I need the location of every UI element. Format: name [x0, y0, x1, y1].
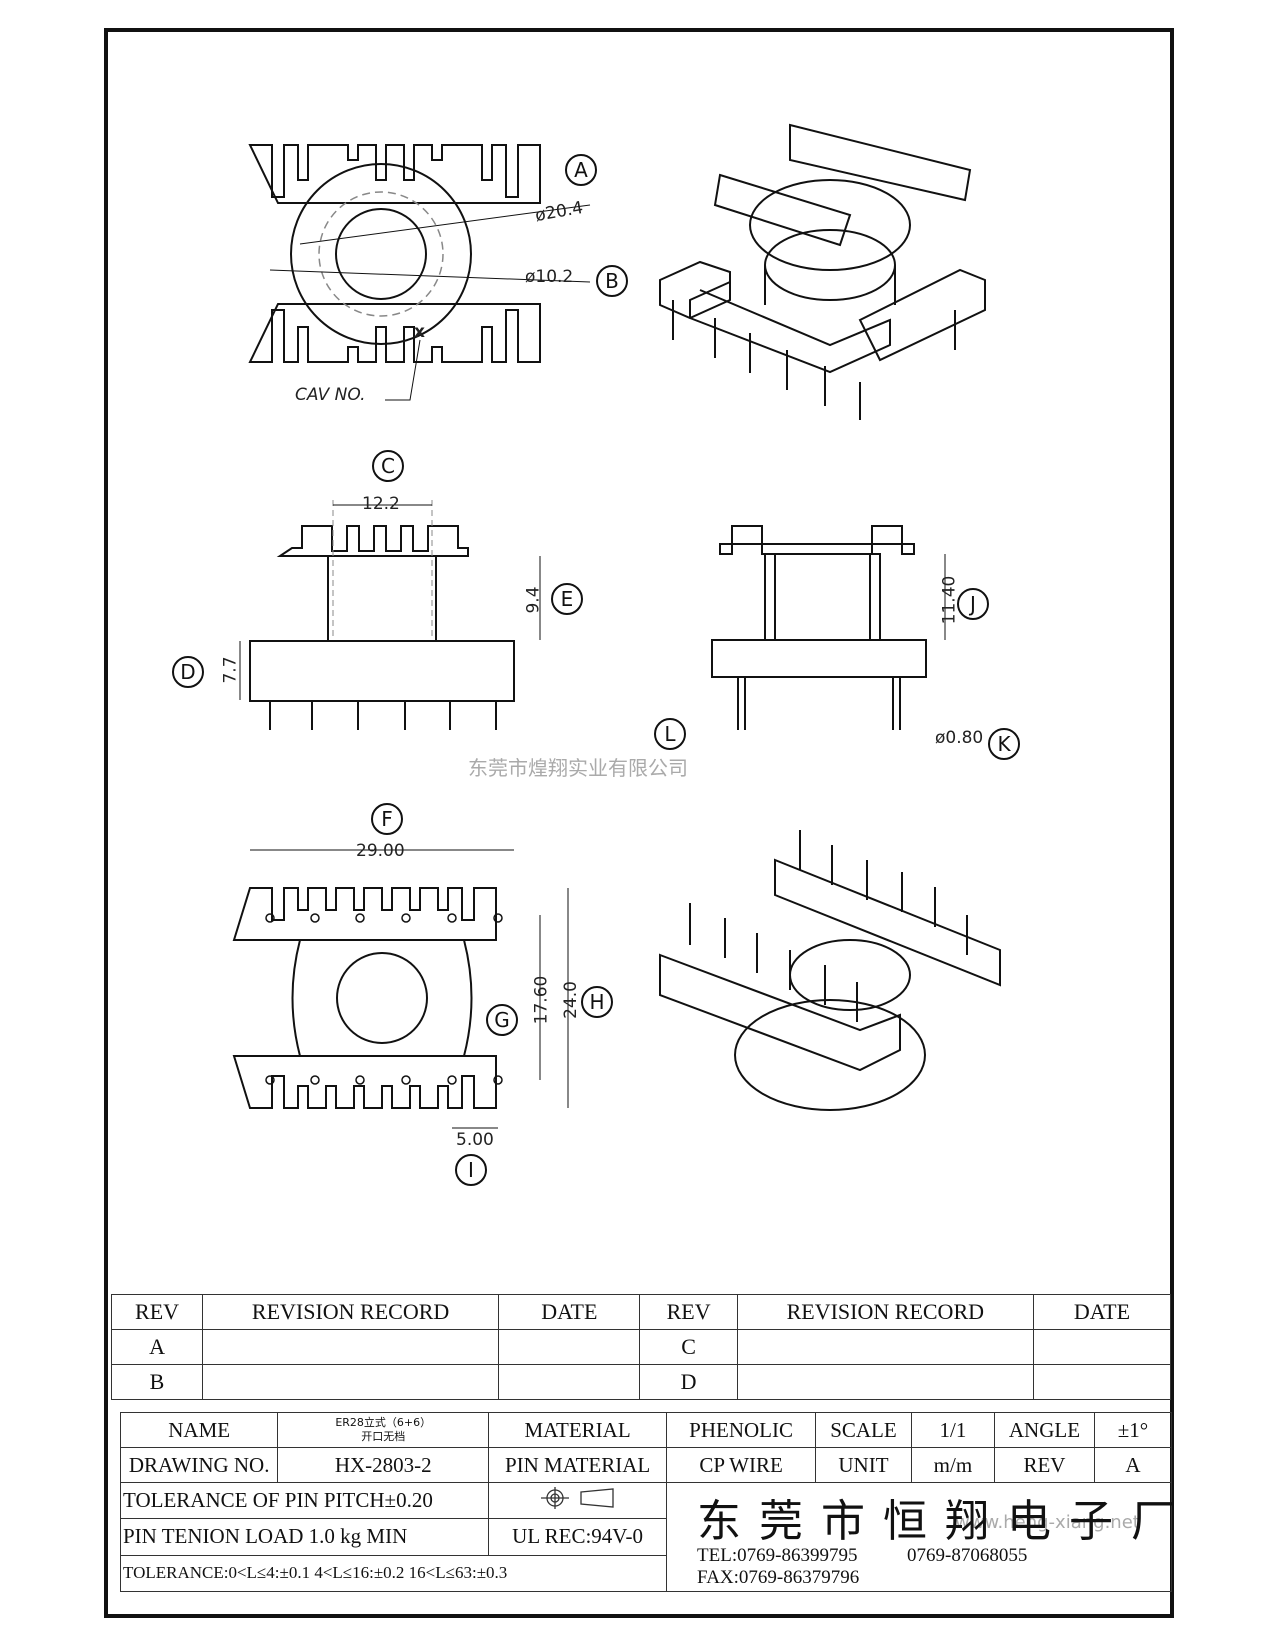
dim-core-width: 12.2	[362, 494, 400, 514]
header-revision-record: REVISION RECORD	[202, 1294, 500, 1330]
name-value-line1: ER28立式（6+6）	[335, 1416, 432, 1429]
dim-base-height: 7.7	[220, 656, 241, 684]
pin-material-label: PIN MATERIAL	[488, 1447, 668, 1483]
angle-value: ±1°	[1093, 1412, 1173, 1448]
date-cell	[498, 1364, 641, 1400]
title-block: NAME ER28立式（6+6） 开口无档 MATERIAL PHENOLIC …	[119, 1412, 1175, 1593]
cav-no-label: CAV NO.	[295, 385, 366, 405]
projection-symbol-icon	[540, 1486, 614, 1509]
rev-cell: D	[639, 1364, 738, 1400]
rev-cell: B	[110, 1364, 204, 1400]
projection-symbol	[488, 1481, 668, 1520]
name-value: ER28立式（6+6） 开口无档	[277, 1412, 490, 1448]
pin-tension-load: PIN TENION LOAD 1.0 kg MIN	[119, 1518, 490, 1556]
rev-label: REV	[994, 1447, 1095, 1483]
watermark-company: 东莞市煌翔实业有限公司	[468, 756, 688, 780]
dim-inner-dia: ø10.2	[525, 267, 574, 287]
date-cell	[498, 1329, 641, 1365]
callout-k: K	[988, 728, 1020, 760]
isometric-top	[659, 123, 986, 420]
dim-pin-dia: ø0.80	[935, 728, 984, 748]
front-view	[239, 500, 541, 730]
name-value-line2: 开口无档	[361, 1430, 406, 1443]
drawing-no-label: DRAWING NO.	[119, 1447, 279, 1483]
callout-f: F	[371, 803, 403, 835]
callout-e: E	[551, 583, 583, 615]
isometric-bottom	[659, 830, 1001, 1111]
drawing-frame	[104, 28, 1174, 1618]
dim-overall-depth: 24.0	[560, 981, 581, 1019]
dim-core-height: 9.4	[523, 586, 544, 614]
material-label: MATERIAL	[488, 1412, 668, 1448]
callout-i: I	[455, 1154, 487, 1186]
ul-rec: UL REC:94V-0	[488, 1518, 668, 1556]
record-cell	[736, 1329, 1034, 1365]
pin-material-value: CP WIRE	[666, 1447, 817, 1483]
pin-pitch-tolerance: TOLERANCE OF PIN PITCH±0.20	[119, 1481, 490, 1520]
callout-a: A	[565, 154, 597, 186]
dim-inner-span: 17.60	[531, 975, 552, 1025]
scale-value: 1/1	[910, 1412, 996, 1448]
company-tel2: 0769-87068055	[907, 1545, 1028, 1566]
cav-mark: x	[414, 322, 425, 342]
table-row: A C	[110, 1329, 1172, 1365]
date-cell	[1032, 1329, 1172, 1365]
callout-b: B	[596, 265, 628, 297]
header-rev: REV	[110, 1294, 204, 1330]
callout-g: G	[486, 1004, 518, 1036]
callout-j: J	[957, 588, 989, 620]
callout-h: H	[581, 986, 613, 1018]
dim-pin-pitch: 5.00	[456, 1130, 494, 1150]
side-view	[711, 525, 946, 730]
callout-c: C	[372, 450, 404, 482]
header-date: DATE	[498, 1294, 641, 1330]
header-rev: REV	[639, 1294, 738, 1330]
table-row: B D	[110, 1364, 1172, 1400]
revision-header-row: REV REVISION RECORD DATE REV REVISION RE…	[110, 1294, 1172, 1330]
unit-value: m/m	[910, 1447, 996, 1483]
company-block: 东莞市恒翔电子厂 TEL:0769-86399795 0769-87068055…	[666, 1482, 1175, 1592]
tolerance-line: TOLERANCE:0<L≤4:±0.1 4<L≤16:±0.2 16<L≤63…	[119, 1554, 668, 1593]
record-cell	[736, 1364, 1034, 1400]
top-view	[248, 144, 591, 401]
callout-l: L	[654, 718, 686, 750]
rev-cell: C	[639, 1329, 738, 1365]
rev-cell: A	[110, 1329, 204, 1365]
header-revision-record: REVISION RECORD	[736, 1294, 1034, 1330]
callout-d: D	[172, 656, 204, 688]
company-name: 东莞市恒翔电子厂	[697, 1496, 1194, 1547]
header-date: DATE	[1032, 1294, 1172, 1330]
date-cell	[1032, 1364, 1172, 1400]
name-label: NAME	[119, 1412, 279, 1448]
company-fax: FAX:0769-86379796	[697, 1567, 860, 1588]
revision-table: REV REVISION RECORD DATE REV REVISION RE…	[110, 1294, 1172, 1400]
drawing-no-value: HX-2803-2	[277, 1447, 490, 1483]
record-cell	[202, 1329, 500, 1365]
material-value: PHENOLIC	[666, 1412, 817, 1448]
bottom-view	[232, 849, 569, 1129]
unit-label: UNIT	[815, 1447, 912, 1483]
company-tel: TEL:0769-86399795	[697, 1545, 858, 1566]
scale-label: SCALE	[815, 1412, 912, 1448]
rev-value: A	[1093, 1447, 1173, 1483]
record-cell	[202, 1364, 500, 1400]
dim-overall-width: 29.00	[356, 841, 405, 861]
angle-label: ANGLE	[994, 1412, 1095, 1448]
